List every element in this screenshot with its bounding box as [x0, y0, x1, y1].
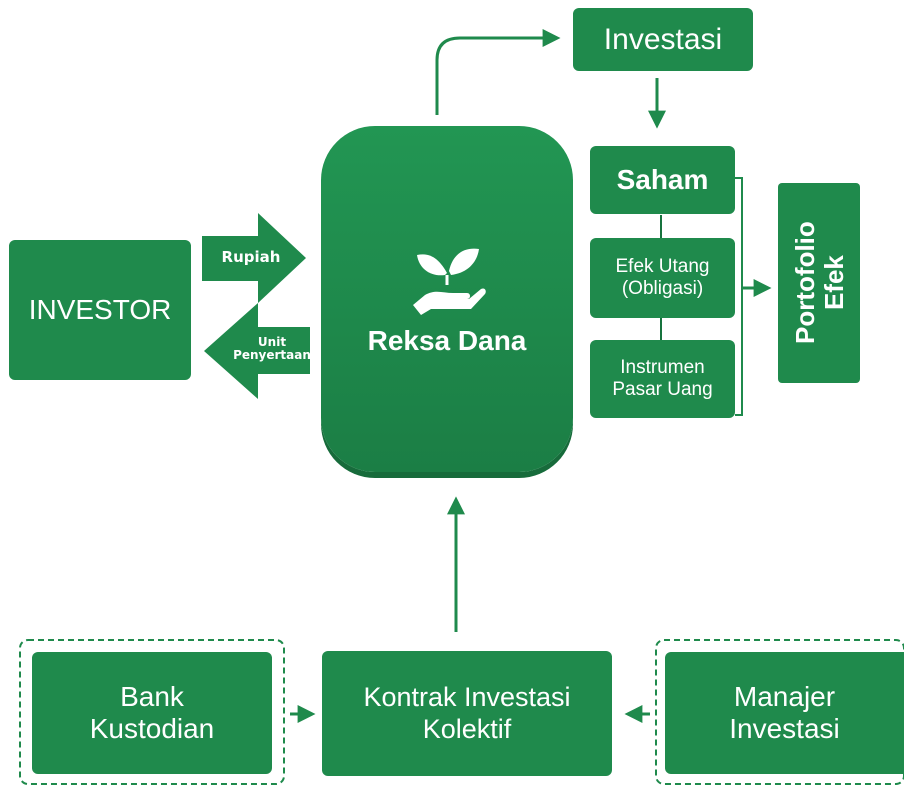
hand-with-leaves-icon [413, 248, 486, 315]
portfolio-bracket [735, 177, 743, 416]
manajer-investasi-label: Manajer Investasi [729, 680, 840, 744]
bank-kustodian-box: Bank Kustodian [32, 652, 272, 774]
efek-utang-box: Efek Utang (Obligasi) [590, 238, 735, 318]
unit-penyertaan-label: Unit Penyertaan [233, 335, 311, 362]
investor-label: INVESTOR [28, 294, 172, 325]
investor-box: INVESTOR [9, 240, 191, 380]
saham-box: Saham [590, 146, 735, 214]
saham-label: Saham [616, 164, 709, 195]
arrow-reksa-to-investasi [435, 29, 561, 115]
instrumen-pasar-uang-label: Instrumen Pasar Uang [612, 357, 713, 400]
bank-kustodian-label: Bank Kustodian [89, 680, 215, 744]
kontrak-investasi-kolektif-box: Kontrak Investasi Kolektif [322, 651, 612, 776]
reksa-dana-box: Reksa Dana [321, 126, 573, 472]
portofolio-efek-box: Portofolio Efek [778, 183, 860, 383]
rupiah-label: Rupiah [221, 248, 281, 266]
investasi-top-label: Investasi [603, 22, 723, 56]
efek-utang-label: Efek Utang (Obligasi) [615, 256, 710, 299]
portofolio-efek-label: Portofolio Efek [789, 221, 849, 345]
instrumen-pasar-uang-box: Instrumen Pasar Uang [590, 340, 735, 418]
investasi-top-box: Investasi [573, 8, 753, 71]
reksa-dana-label: Reksa Dana [367, 325, 527, 356]
kontrak-investasi-kolektif-label: Kontrak Investasi Kolektif [363, 682, 571, 744]
manajer-investasi-box: Manajer Investasi [665, 652, 904, 774]
